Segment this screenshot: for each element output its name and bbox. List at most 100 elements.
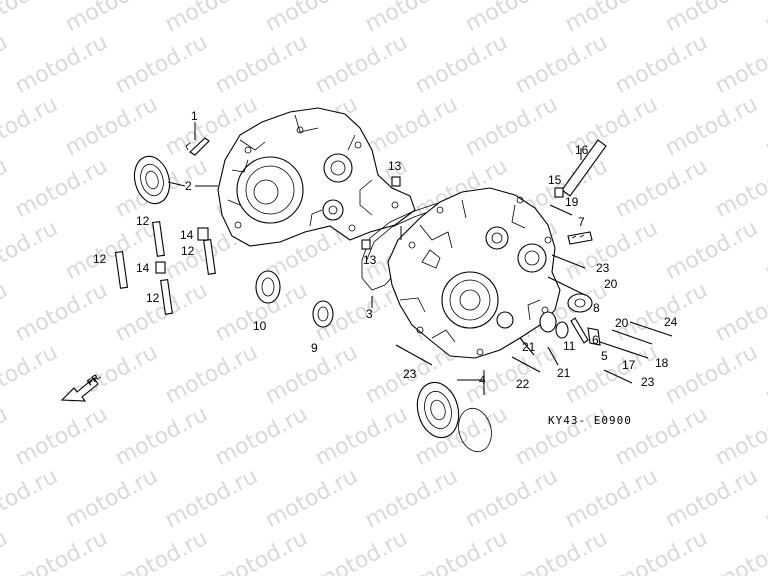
callout-11: 11: [563, 339, 576, 353]
watermark-text: motod.ru: [11, 30, 112, 99]
callout-13b: 13: [363, 253, 377, 267]
watermark-text: motod.ru: [711, 526, 768, 576]
callout-9: 9: [311, 341, 318, 355]
watermark-text: motod.ru: [311, 30, 412, 99]
watermark-text: motod.ru: [0, 30, 12, 99]
watermark-text: motod.ru: [711, 278, 768, 347]
callout-23c: 23: [641, 375, 655, 389]
callout-4: 4: [479, 373, 486, 387]
watermark-text: motod.ru: [11, 402, 112, 471]
callout-14b: 14: [136, 261, 150, 275]
watermark-text: motod.ru: [511, 402, 612, 471]
watermark-text: motod.ru: [611, 278, 712, 347]
oil-seal-9: [312, 300, 334, 328]
watermark-text: motod.ru: [661, 216, 762, 285]
watermark-text: motod.ru: [211, 402, 312, 471]
watermark-text: motod.ru: [361, 92, 462, 161]
callout-8: 8: [593, 301, 600, 315]
callout-17: 17: [622, 358, 636, 372]
callout-16: 16: [575, 143, 589, 157]
callout-20a: 20: [604, 277, 618, 291]
watermark-text: motod.ru: [611, 526, 712, 576]
bearing-left: [133, 155, 171, 205]
watermark-text: motod.ru: [311, 526, 412, 576]
callout-23a: 23: [596, 261, 610, 275]
small-fittings: [539, 311, 601, 346]
bearing-right: [416, 381, 492, 453]
watermark-text: motod.ru: [61, 0, 162, 37]
watermark-text: motod.ru: [411, 526, 512, 576]
watermark-text: motod.ru: [361, 464, 462, 533]
watermark-text: motod.ru: [61, 464, 162, 533]
watermark-text: motod.ru: [11, 526, 112, 576]
callout-20b: 20: [615, 316, 629, 330]
watermark-text: motod.ru: [111, 402, 212, 471]
watermark-text: motod.ru: [711, 30, 768, 99]
watermark-text: motod.ru: [0, 340, 62, 409]
watermark-text: motod.ru: [11, 154, 112, 223]
watermark-text: motod.ru: [761, 464, 768, 533]
callout-15: 15: [548, 173, 562, 187]
diagram-code: KY43- E0900: [548, 414, 632, 427]
watermark-text: motod.ru: [111, 526, 212, 576]
bolts: [395, 204, 673, 384]
watermark-text: motod.ru: [561, 216, 662, 285]
callout-13a: 13: [388, 159, 402, 173]
callout-12a: 12: [136, 214, 150, 228]
callout-5: 5: [601, 349, 608, 363]
left-crankcase: [217, 107, 416, 247]
watermark-text: motod.ru: [411, 30, 512, 99]
watermark-text: motod.ru: [211, 30, 312, 99]
watermark-text: motod.ru: [161, 340, 262, 409]
watermark-text: motod.ru: [161, 464, 262, 533]
callout-18: 18: [655, 356, 669, 370]
watermark-text: motod.ru: [111, 30, 212, 99]
watermark-text: motod.ru: [761, 340, 768, 409]
watermark-text: motod.ru: [261, 464, 362, 533]
callout-14a: 14: [180, 228, 194, 242]
callout-7: 7: [578, 215, 585, 229]
watermark-text: motod.ru: [511, 30, 612, 99]
watermark-text: motod.ru: [711, 402, 768, 471]
watermark-text: motod.ru: [761, 216, 768, 285]
watermark-text: motod.ru: [0, 216, 62, 285]
watermark-text: motod.ru: [661, 0, 762, 37]
callout-2: 2: [185, 179, 192, 193]
watermark-text: motod.ru: [461, 92, 562, 161]
watermark-text: motod.ru: [611, 402, 712, 471]
dowel-pins: [114, 220, 216, 315]
watermark-text: motod.ru: [11, 278, 112, 347]
watermark-text: motod.ru: [611, 154, 712, 223]
watermark-text: motod.ru: [661, 340, 762, 409]
watermark-text: motod.ru: [661, 464, 762, 533]
callout-3: 3: [366, 307, 373, 321]
oil-seal-10: [255, 270, 281, 304]
watermark-text: motod.ru: [161, 0, 262, 37]
clip-part-1: [185, 137, 210, 156]
watermark-text: motod.ru: [261, 0, 362, 37]
breather-tube: [554, 139, 607, 198]
watermark-text: motod.ru: [0, 278, 12, 347]
bracket-7: [567, 231, 593, 245]
watermark-text: motod.ru: [761, 92, 768, 161]
callout-21a: 21: [522, 340, 536, 354]
watermark-text: motod.ru: [0, 402, 12, 471]
callout-12b: 12: [93, 252, 107, 266]
watermark-text: motod.ru: [461, 464, 562, 533]
watermark-text: motod.ru: [761, 0, 768, 37]
watermark-text: motod.ru: [361, 0, 462, 37]
watermark-text: motod.ru: [0, 154, 12, 223]
callout-6: 6: [592, 333, 599, 347]
callout-labels: 1 2 3 4 5 6 7 8 9 10 11 12 12 12 12 13 1…: [93, 109, 678, 391]
callout-1: 1: [191, 109, 198, 123]
watermark-text: motod.ru: [0, 526, 12, 576]
watermark-text: motod.ru: [461, 0, 562, 37]
cap-8: [567, 293, 593, 313]
callout-24: 24: [664, 315, 678, 329]
watermark-text: motod.ru: [61, 92, 162, 161]
watermark-text: motod.ru: [661, 92, 762, 161]
callout-19: 19: [565, 195, 579, 209]
callout-23b: 23: [403, 367, 417, 381]
